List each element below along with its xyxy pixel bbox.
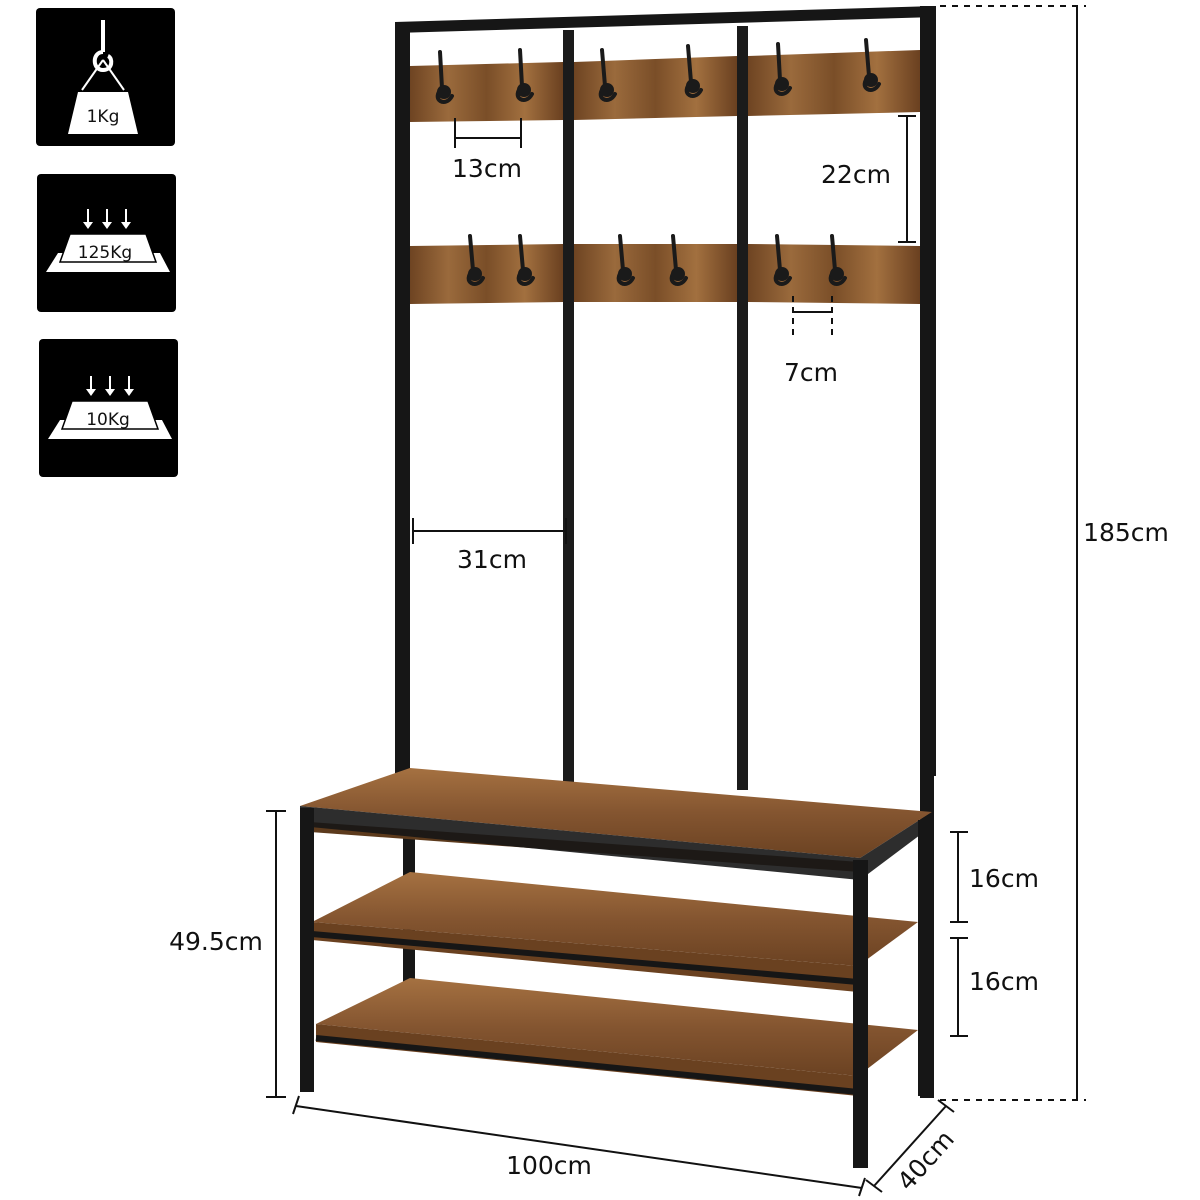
middle-shelf bbox=[311, 872, 918, 992]
hook-load-badge: 1Kg bbox=[36, 8, 175, 146]
shelf-load-badge: 10Kg bbox=[39, 339, 178, 477]
hooks bbox=[435, 38, 881, 286]
hook-weight-icon bbox=[68, 20, 138, 134]
bench-height-label: 49.5cm bbox=[169, 927, 263, 956]
hook bbox=[828, 234, 847, 286]
shelf-gap-upper-label: 16cm bbox=[969, 864, 1039, 893]
bench-seat bbox=[300, 768, 932, 880]
width-label: 100cm bbox=[506, 1151, 592, 1180]
shelf-load-label: 10Kg bbox=[86, 410, 130, 430]
weight-block-icon bbox=[48, 400, 172, 439]
hook bbox=[435, 50, 454, 104]
upper-hook-rail bbox=[410, 50, 920, 122]
dimension-lines bbox=[266, 5, 1086, 1197]
hook-load-label: 1Kg bbox=[87, 107, 120, 127]
hook bbox=[516, 234, 535, 286]
coat-rack bbox=[300, 6, 936, 1168]
weight-block-icon bbox=[46, 233, 170, 272]
hook bbox=[669, 234, 688, 286]
bottom-shelf bbox=[315, 978, 918, 1096]
bench-load-label: 125Kg bbox=[78, 243, 132, 263]
hook-pair-gap-label: 7cm bbox=[784, 358, 838, 387]
section-width-label: 31cm bbox=[457, 545, 527, 574]
hook bbox=[684, 44, 703, 98]
downward-arrows-icon bbox=[86, 376, 134, 396]
downward-arrows-icon bbox=[83, 209, 131, 229]
total-height-label: 185cm bbox=[1083, 518, 1169, 547]
bench-load-badge: 125Kg bbox=[37, 174, 176, 312]
hook bbox=[862, 38, 881, 92]
hook bbox=[773, 234, 792, 286]
hook-spacing-label: 13cm bbox=[452, 154, 522, 183]
hook bbox=[773, 42, 792, 96]
hook bbox=[466, 234, 485, 286]
rail-spacing-label: 22cm bbox=[821, 160, 891, 189]
hook bbox=[616, 234, 635, 286]
shelf-gap-lower-label: 16cm bbox=[969, 967, 1039, 996]
depth-label: 40cm bbox=[892, 1125, 960, 1196]
hook bbox=[598, 48, 617, 102]
hook bbox=[515, 48, 534, 102]
